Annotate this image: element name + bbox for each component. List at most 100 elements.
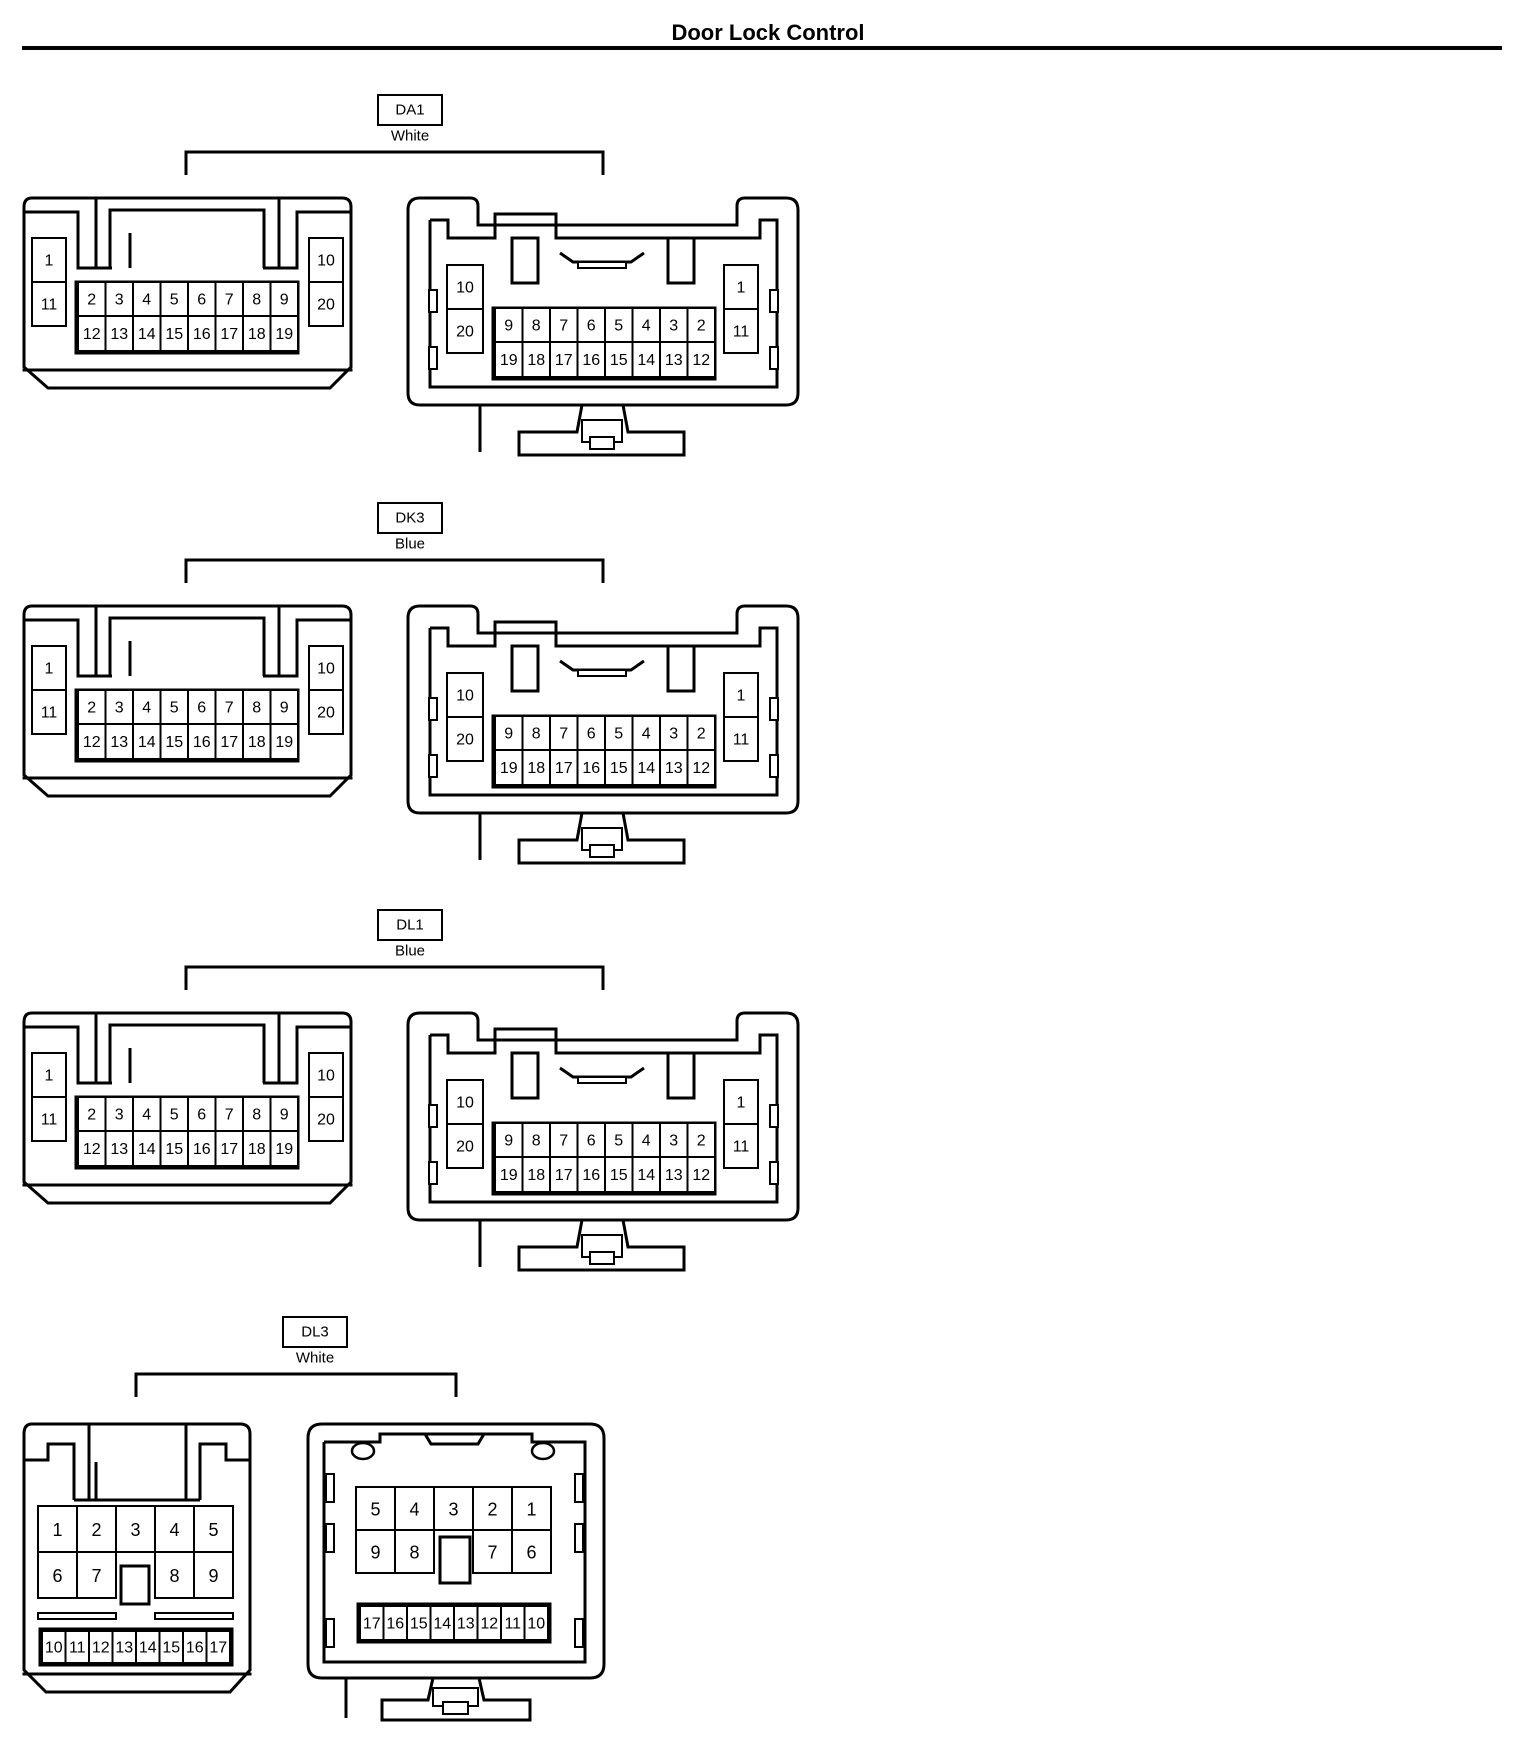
pin-cell (37, 1551, 78, 1599)
pin-label: 8 (532, 1133, 541, 1150)
female-tab-rib (621, 812, 686, 863)
pin-label: 18 (527, 760, 545, 777)
pin-label: 3 (448, 1500, 458, 1520)
pin-label: 10 (456, 688, 474, 705)
pin-label: 3 (130, 1520, 140, 1540)
pin-cell (76, 1551, 117, 1599)
female-side-slot (325, 1473, 335, 1503)
pin-label: 9 (280, 292, 289, 309)
pin-label: 11 (41, 297, 58, 314)
pin-label: 14 (433, 1616, 451, 1633)
female-inner-wall (428, 1027, 779, 1204)
pin-label: 13 (665, 1167, 683, 1184)
pin-cell (77, 1096, 107, 1132)
pin-cell (77, 689, 107, 725)
pin-label: 16 (582, 352, 600, 369)
pin-cell (159, 723, 189, 760)
pin-label: 5 (614, 318, 623, 335)
male-key-outline (108, 616, 266, 676)
pin-label: 7 (91, 1566, 101, 1586)
pin-label: 15 (162, 1640, 180, 1657)
connector-color: White (391, 128, 429, 145)
pin-cell (187, 723, 217, 760)
pin-label: 15 (165, 326, 183, 343)
pin-label: 11 (733, 732, 750, 749)
pin-label: 11 (41, 1112, 58, 1129)
pin-label: 17 (555, 1167, 573, 1184)
pin-label: 15 (610, 760, 628, 777)
pin-label: 15 (165, 1141, 183, 1158)
female-tab-rib (517, 404, 584, 455)
pin-label: 7 (559, 318, 568, 335)
pin-label: 12 (692, 352, 710, 369)
pin-label: 5 (170, 1107, 179, 1124)
connector-bracket (184, 150, 605, 175)
pin-label: 19 (275, 734, 293, 751)
pin-label: 10 (317, 253, 335, 270)
pin-label: 1 (45, 1068, 54, 1085)
pin-cell (242, 1130, 272, 1167)
pin-cell (214, 1130, 244, 1167)
female-side-slot (769, 754, 779, 778)
pin-label: 13 (110, 1141, 128, 1158)
pin-cell (214, 723, 244, 760)
pin-cell (269, 281, 299, 317)
pin-cell (193, 1505, 234, 1553)
pin-cell (31, 1096, 67, 1142)
pin-label: 10 (527, 1616, 545, 1633)
pin-label: 6 (587, 726, 596, 743)
pin-cell (494, 1156, 524, 1193)
pin-label: 15 (165, 734, 183, 751)
pin-label: 12 (83, 326, 101, 343)
pin-label: 10 (456, 1095, 474, 1112)
connector-color: White (296, 1350, 334, 1367)
pin-label: 1 (45, 253, 54, 270)
connector-bracket (184, 558, 605, 583)
pin-cell (31, 281, 67, 327)
female-tab-rib (517, 1219, 584, 1270)
pin-label: 4 (642, 1133, 651, 1150)
pin-label: 15 (410, 1616, 428, 1633)
pin-label: 1 (737, 688, 746, 705)
connector-code: DL3 (301, 1324, 329, 1341)
pin-label: 18 (248, 734, 266, 751)
pin-label: 15 (610, 1167, 628, 1184)
pin-label: 11 (69, 1640, 86, 1657)
female-side-slot (769, 289, 779, 313)
pin-label: 18 (248, 326, 266, 343)
pin-label: 6 (197, 292, 206, 309)
pin-label: 6 (52, 1566, 62, 1586)
female-lock-tab (423, 1433, 486, 1446)
female-side-slot (769, 1161, 779, 1185)
pin-cell (154, 1551, 195, 1599)
female-guide (510, 236, 540, 285)
pin-cell (723, 672, 759, 718)
pin-cell (159, 1130, 189, 1167)
pin-label: 1 (737, 1095, 746, 1112)
pin-label: 7 (225, 700, 234, 717)
pin-label: 11 (733, 1139, 750, 1156)
pin-label: 8 (532, 726, 541, 743)
pin-cell (269, 315, 299, 352)
female-side-slot (325, 1618, 335, 1648)
pin-cell (31, 1052, 67, 1098)
pin-cell (205, 1630, 231, 1664)
pin-label: 5 (170, 292, 179, 309)
male-key-outline (108, 208, 266, 268)
pin-cell (576, 749, 606, 786)
pin-label: 2 (697, 726, 706, 743)
pin-cell (723, 308, 759, 354)
pin-label: 7 (487, 1543, 497, 1563)
pin-cell (494, 715, 524, 751)
pin-label: 9 (504, 318, 513, 335)
female-lock (577, 261, 627, 269)
pin-label: 20 (456, 1139, 474, 1156)
pin-label: 11 (733, 324, 750, 341)
male-key-outline (108, 1023, 266, 1083)
pin-label: 7 (559, 726, 568, 743)
pin-label: 12 (692, 760, 710, 777)
pin-label: 1 (737, 280, 746, 297)
